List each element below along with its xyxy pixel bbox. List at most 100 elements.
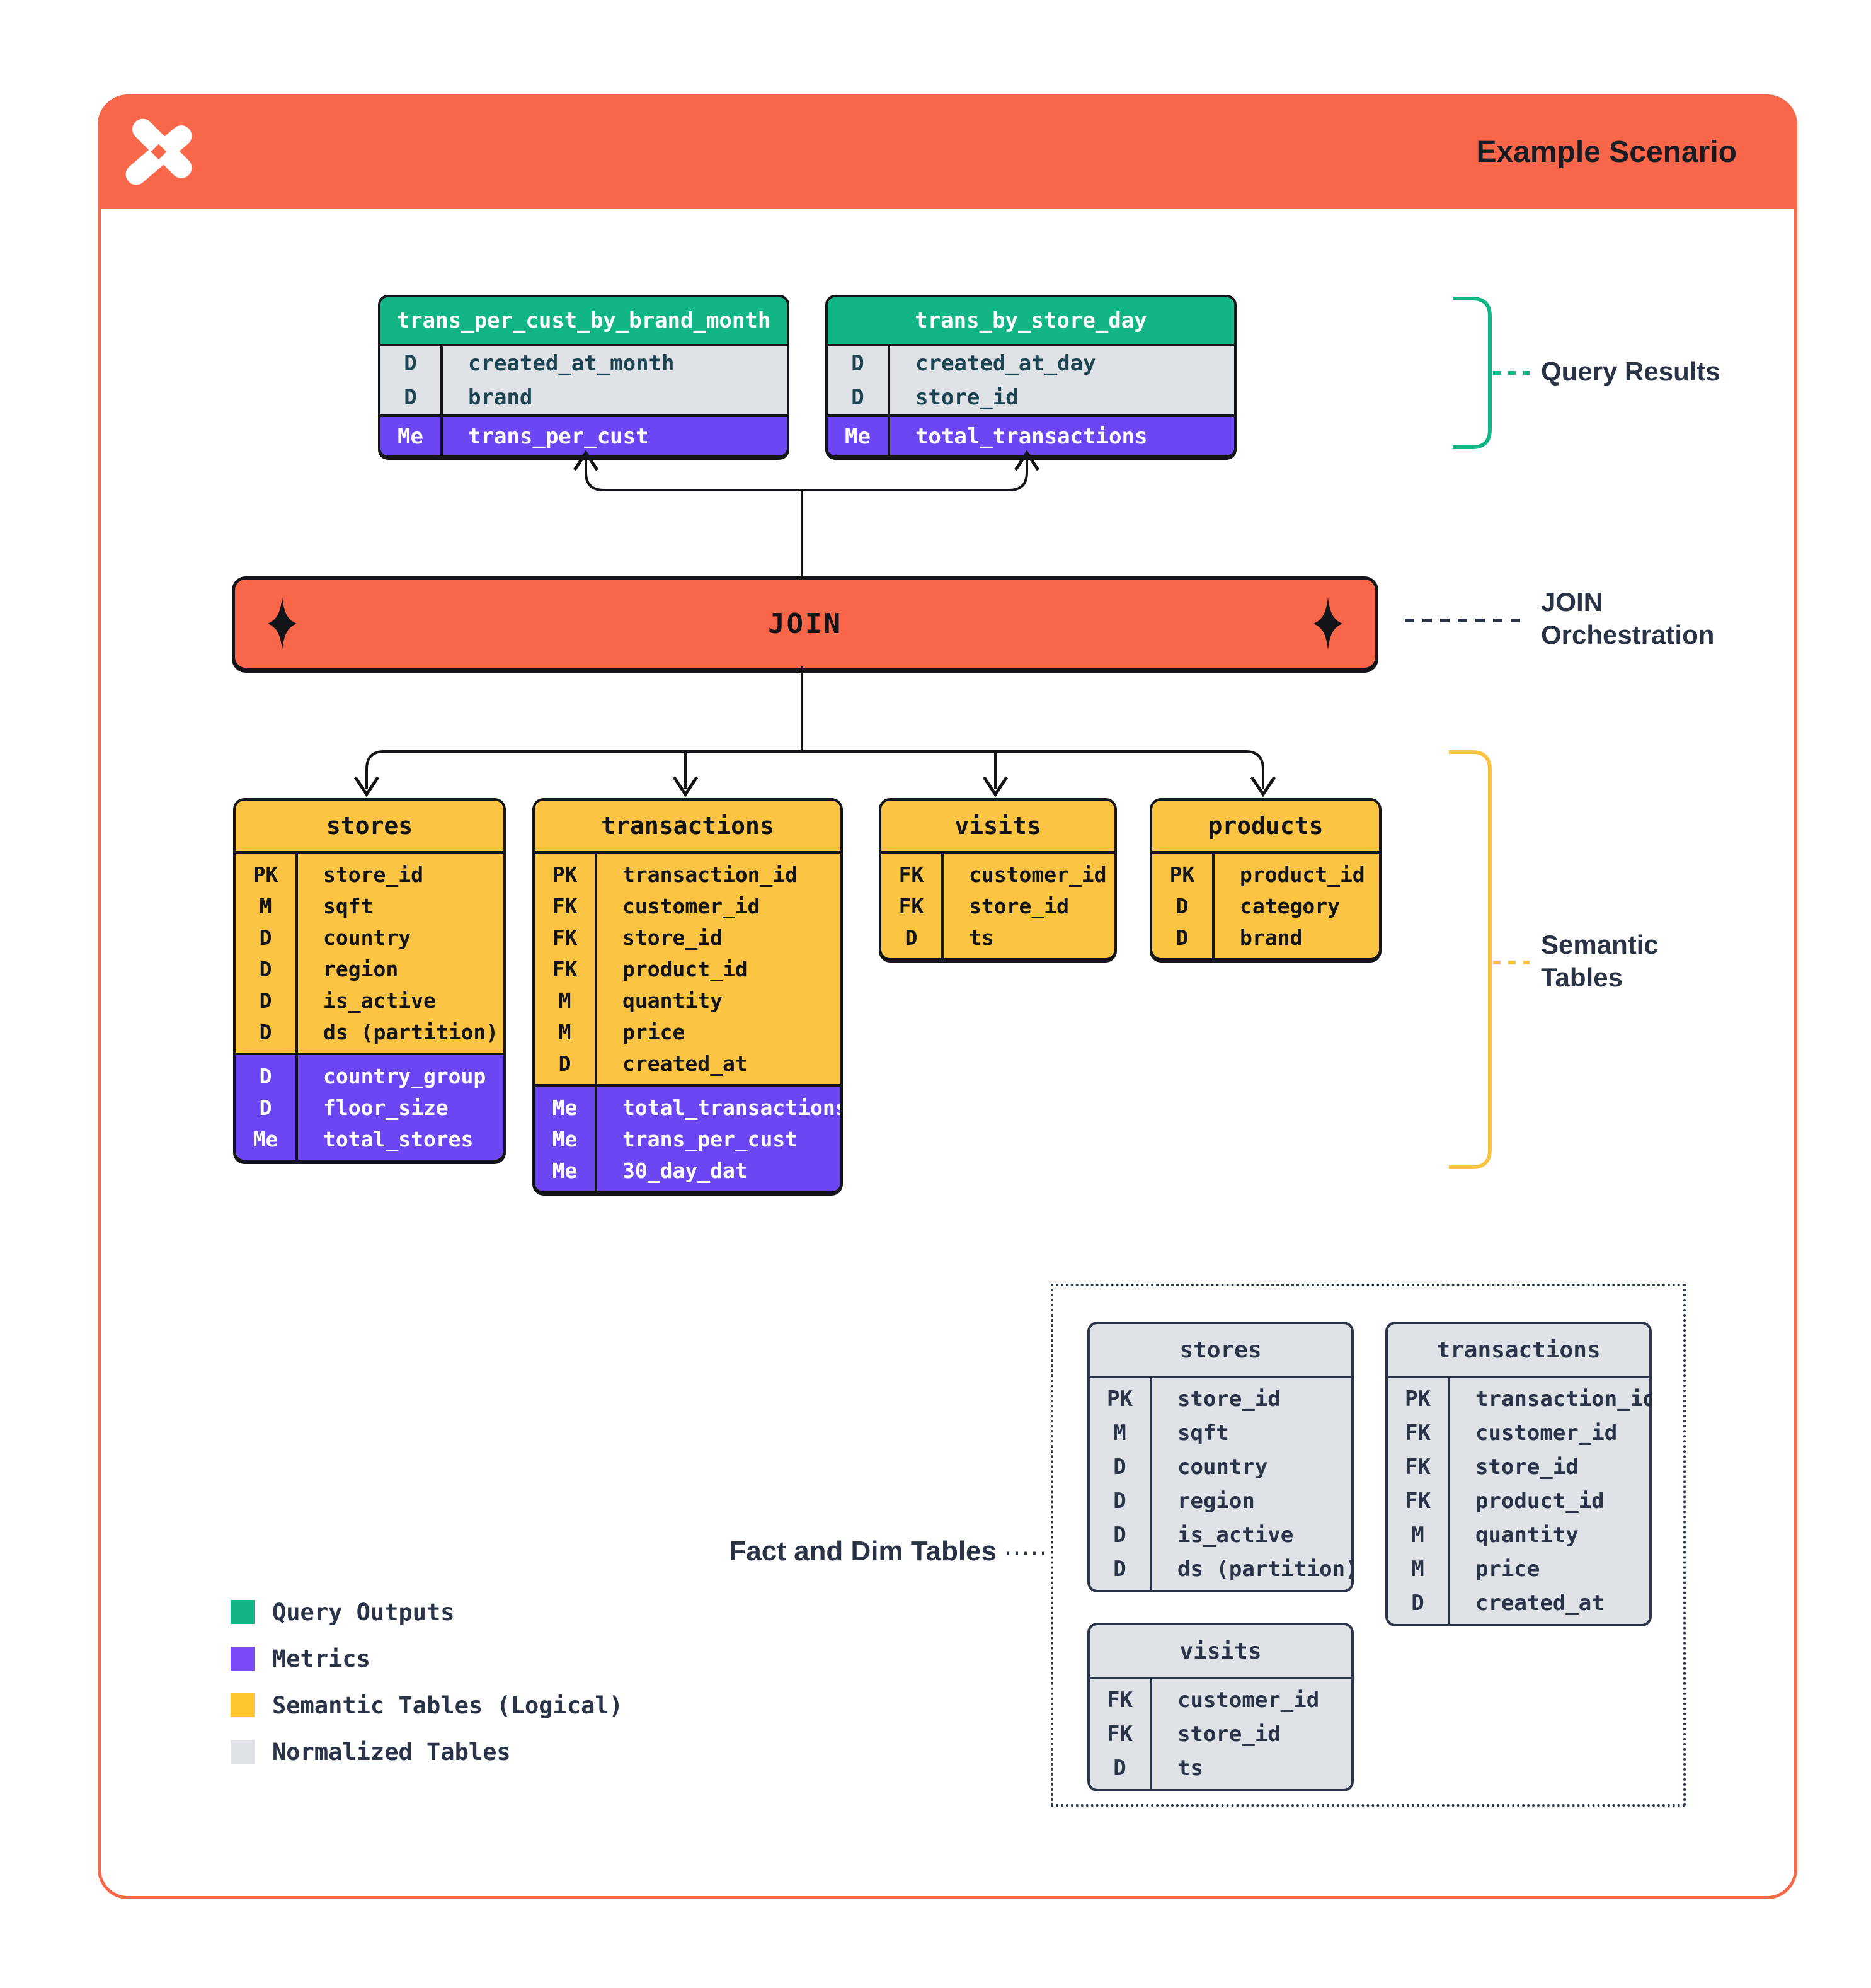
row-field-name: quantity <box>1475 1522 1579 1548</box>
row-field-name: sqft <box>1177 1420 1229 1446</box>
table-row: PK store_id <box>1090 1382 1351 1416</box>
row-key-label: D <box>1176 893 1189 918</box>
row-key-label: FK <box>1405 1420 1431 1446</box>
row-key-label: FK <box>1405 1488 1431 1514</box>
row-key-label: D <box>1113 1522 1126 1548</box>
annotation-fact-dim-tables: Fact and Dim Tables <box>729 1536 997 1567</box>
annotation-semantic-tables: Semantic Tables <box>1541 928 1659 994</box>
row-key-label: PK <box>1107 1386 1133 1412</box>
row-key-label: D <box>259 925 272 950</box>
legend-swatch-icon <box>231 1693 255 1717</box>
annotation-line: Semantic <box>1541 930 1659 959</box>
row-key-label: PK <box>1405 1386 1431 1412</box>
row-key-label: D <box>851 385 864 410</box>
legend-swatch-icon <box>231 1600 255 1624</box>
table-row: Me trans_per_cust <box>380 417 787 455</box>
row-key-label: D <box>259 1019 272 1044</box>
row-field-name: country <box>1177 1454 1268 1480</box>
row-key-label: D <box>1113 1756 1126 1781</box>
row-key-label: D <box>259 1063 272 1088</box>
table-row: FK store_id <box>881 890 1114 922</box>
legend-label: Normalized Tables <box>272 1738 511 1766</box>
fact-dim-tables-box <box>1051 1284 1686 1807</box>
row-key-label: M <box>558 1019 571 1044</box>
sparkle-diamond-icon <box>1313 597 1342 650</box>
row-field-name: is_active <box>323 988 436 1013</box>
row-field-name: product_id <box>1475 1488 1605 1514</box>
table-row: FK customer_id <box>1090 1683 1351 1717</box>
row-field-name: store_id <box>969 893 1069 918</box>
row-key-label: D <box>404 385 417 410</box>
table-title: stores <box>236 801 503 854</box>
row-key-label: FK <box>552 925 578 950</box>
row-key-label: D <box>1411 1591 1424 1616</box>
row-key-label: D <box>404 351 417 376</box>
row-field-name: store_id <box>1177 1386 1281 1412</box>
table-title: products <box>1152 801 1379 854</box>
row-key-label: D <box>259 988 272 1013</box>
row-field-name: customer_id <box>969 862 1107 887</box>
row-field-name: product_id <box>622 956 748 981</box>
sparkle-diamond-icon <box>268 597 297 650</box>
row-key-label: D <box>905 925 918 950</box>
card-header: Example Scenario <box>98 94 1797 209</box>
row-field-name: ds (partition) <box>323 1019 499 1044</box>
legend-label: Query Outputs <box>272 1598 455 1626</box>
table-metric-rows: Me trans_per_cust <box>380 414 787 455</box>
row-field-name: category <box>1240 893 1340 918</box>
row-field-name: trans_per_cust <box>468 423 649 449</box>
row-field-name: customer_id <box>1177 1688 1320 1713</box>
row-field-name: quantity <box>622 988 723 1013</box>
legend-item: Normalized Tables <box>231 1728 623 1775</box>
row-field-name: region <box>323 956 399 981</box>
table-title: transactions <box>535 801 840 854</box>
row-key-label: M <box>1411 1522 1424 1548</box>
row-key-label: Me <box>552 1095 578 1120</box>
row-key-label: Me <box>398 423 423 449</box>
row-key-label: Me <box>845 423 871 449</box>
row-field-name: created_at_day <box>915 351 1096 376</box>
row-field-name: store_id <box>1177 1722 1281 1747</box>
row-key-label: FK <box>1107 1688 1133 1713</box>
row-field-name: ts <box>1177 1756 1203 1781</box>
row-key-label: FK <box>898 893 924 918</box>
table-title: visits <box>1090 1625 1351 1679</box>
annotation-line: Tables <box>1541 963 1623 992</box>
legend-label: Metrics <box>272 1645 370 1672</box>
legend-swatch-icon <box>231 1647 255 1671</box>
row-key-label: D <box>1113 1454 1126 1480</box>
